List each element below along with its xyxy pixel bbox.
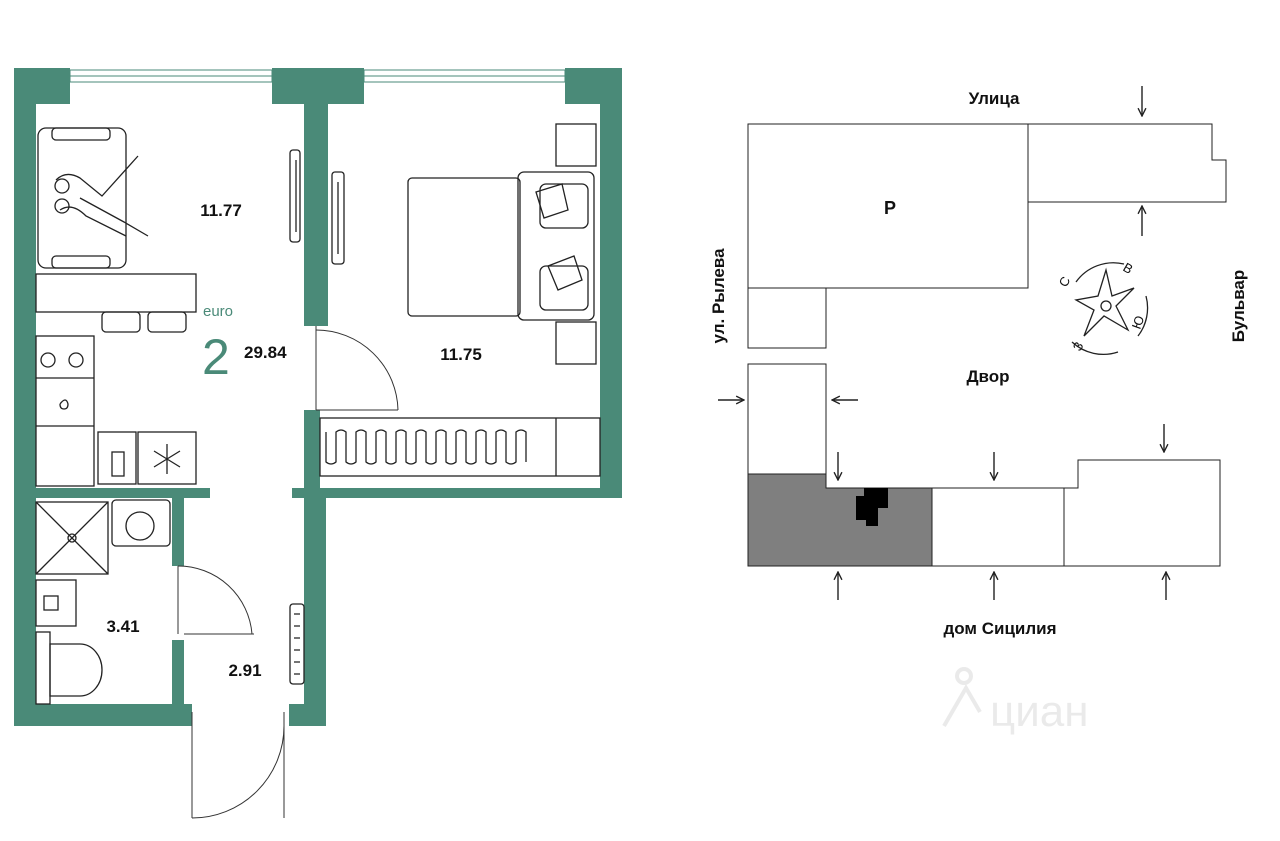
- highlighted-building: [747, 473, 933, 567]
- bathroom-fixtures: [35, 499, 171, 705]
- compass-rose: С В Ю З: [1056, 260, 1149, 356]
- room-area-hallway: 2.91: [228, 661, 261, 680]
- room-area-living: 11.77: [200, 201, 242, 220]
- compass-east: В: [1121, 260, 1136, 277]
- building-letter: Р: [884, 198, 896, 218]
- compass-south: Ю: [1129, 314, 1148, 331]
- current-section-marker: [856, 488, 888, 526]
- house-label: дом Сицилия: [943, 619, 1056, 638]
- compass-north: С: [1056, 274, 1074, 290]
- bed: [407, 171, 595, 321]
- nightstands: [555, 123, 597, 365]
- apartment-room-count: 2: [202, 329, 230, 385]
- walls: [14, 68, 622, 726]
- wardrobe: [319, 417, 601, 477]
- watermark-text: циан: [990, 687, 1089, 736]
- street-left-label: ул. Рылева: [709, 248, 728, 344]
- windows: [69, 69, 566, 83]
- courtyard-label: Двор: [966, 367, 1009, 386]
- room-area-bedroom: 11.75: [440, 345, 482, 364]
- sofa: [37, 127, 149, 269]
- tv-living: [289, 149, 301, 243]
- watermark: циан: [942, 667, 1089, 736]
- floor-plan: 11.77 11.75 3.41 2.91 euro 2 29.84: [14, 68, 622, 819]
- room-area-bathroom: 3.41: [106, 617, 139, 636]
- apartment-type-prefix: euro: [203, 303, 233, 320]
- radiator-hallway: [289, 603, 305, 685]
- site-plan: С В Ю З Р Улица Двор дом Сицилия ул. Рыл…: [709, 86, 1248, 736]
- street-top-label: Улица: [969, 89, 1020, 108]
- doors: [177, 326, 399, 819]
- kitchen: [35, 273, 197, 487]
- compass-star-icon: [1074, 267, 1135, 337]
- cian-logo-icon: [942, 667, 982, 728]
- street-right-label: Бульвар: [1229, 270, 1248, 343]
- total-area: 29.84: [244, 343, 287, 362]
- tv-bedroom: [331, 171, 345, 265]
- compass-west: З: [1070, 339, 1087, 353]
- entrance-arrows: [718, 86, 1166, 600]
